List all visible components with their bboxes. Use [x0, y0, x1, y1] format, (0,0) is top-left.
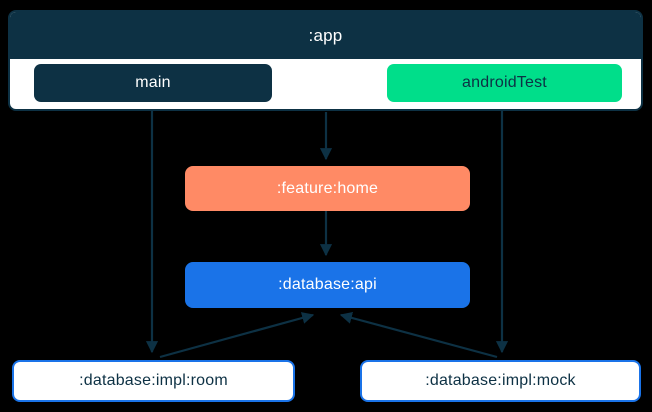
source-set-androidtest[interactable]: androidTest [387, 64, 622, 102]
node-feature-home[interactable]: :feature:home [185, 166, 470, 211]
node-database-impl-room[interactable]: :database:impl:room [12, 360, 295, 402]
cluster-app-title: :app [10, 12, 641, 59]
source-set-main[interactable]: main [34, 64, 272, 102]
cluster-app[interactable]: :app main androidTest [8, 10, 643, 111]
edge-database-impl-mock-to-database-api [339, 311, 498, 359]
node-database-impl-mock[interactable]: :database:impl:mock [360, 360, 641, 402]
node-database-api[interactable]: :database:api [185, 262, 470, 308]
cluster-app-body: main androidTest [10, 59, 641, 109]
edge-database-impl-room-to-database-api [159, 312, 315, 359]
